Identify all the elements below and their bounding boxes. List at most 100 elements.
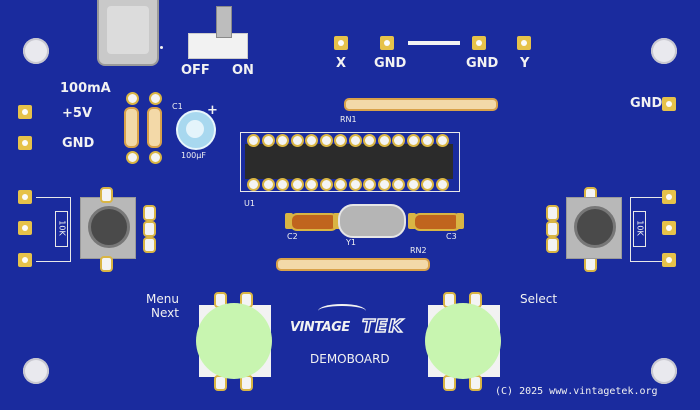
button-right-label: Select [520, 292, 558, 306]
pot-left-pad-2 [18, 221, 32, 235]
ic-u1-pin [392, 178, 405, 191]
ic-u1-pin [435, 178, 449, 191]
ic-u1-pin [363, 178, 376, 191]
pot-right-pin-3 [546, 237, 559, 253]
capacitor-c1 [176, 110, 216, 150]
mounting-hole-bottom-left [23, 358, 49, 384]
button-left-label: Menu Next [146, 292, 179, 321]
resistor-b-pin-bottom [149, 151, 162, 164]
resistor-a [124, 107, 139, 148]
ic-u1-pin [261, 178, 275, 191]
capacitor-c1-top [186, 120, 204, 138]
ic-u1-pin [247, 178, 260, 191]
pot-left-pin-1 [143, 205, 156, 221]
ic-u1-pin [305, 178, 318, 191]
header-y-label: Y [520, 56, 530, 71]
crystal-y1 [338, 204, 406, 238]
ic-u1-pin [334, 134, 347, 147]
header-gnd-left-label: GND [374, 56, 407, 71]
resistor-network-rn1 [344, 98, 498, 111]
ic-u1-pin [392, 134, 405, 147]
pot-left-pad-3 [18, 253, 32, 267]
header-pin-y [517, 36, 531, 50]
ic-u1-pin [276, 134, 289, 147]
pot-left-pin-bottom [100, 256, 113, 272]
rn2-label: RN2 [410, 246, 427, 255]
resistor-a-pin-bottom [126, 151, 139, 164]
u1-outline [240, 132, 460, 192]
pot-right-knob [574, 206, 616, 248]
brand-swoosh [318, 304, 366, 318]
ic-u1-pin [319, 134, 333, 147]
pot-left-pin-top [100, 187, 113, 203]
gnd-left-label: GND [62, 136, 95, 151]
ic-u1-pin [421, 178, 434, 191]
switch-off-label: OFF [181, 63, 210, 78]
pot-left-value: 10K [57, 220, 67, 236]
usb-c-connector [97, 0, 159, 66]
capacitor-c3 [413, 213, 461, 231]
ic-u1-pin [377, 178, 391, 191]
brand-tek: TEK [361, 315, 404, 338]
resistor-b [147, 107, 162, 148]
resistor-network-rn2 [276, 258, 430, 271]
y1-label: Y1 [346, 238, 356, 247]
ic-u1-pin [290, 178, 304, 191]
ic-u1-pin [305, 134, 318, 147]
ic-u1-pin [261, 134, 275, 147]
mounting-hole-bottom-right [651, 358, 677, 384]
pad-gnd-right [662, 97, 676, 111]
c1-value: 100µF [181, 151, 206, 160]
pot-left-knob [88, 206, 130, 248]
brand-vintage: VINTAGE [290, 320, 350, 335]
switch-on-label: ON [232, 63, 254, 78]
pot-right-pin-2 [546, 221, 559, 237]
pot-left-pin-3 [143, 237, 156, 253]
button-menu-next [196, 303, 272, 379]
power-switch-lever [216, 6, 232, 38]
pad-5v [18, 105, 32, 119]
c3-pad-left [408, 213, 416, 229]
pot-left-wire [36, 197, 71, 262]
plus5v-label: +5V [62, 106, 92, 121]
usb-c-connector-inner [107, 6, 149, 54]
copyright: (C) 2025 www.vintagetek.org [495, 386, 658, 397]
c2-pad-right [333, 213, 341, 229]
pot-right-pad-3 [662, 253, 676, 267]
pot-left-resistor-symbol [55, 211, 68, 247]
c1-polarity: + [207, 103, 218, 118]
header-x-label: X [336, 56, 347, 71]
c2-label: C2 [287, 232, 298, 241]
ic-u1-pin [319, 178, 333, 191]
ic-u1-pin [406, 178, 420, 191]
c3-label: C3 [446, 232, 457, 241]
mounting-hole-top-left [23, 38, 49, 64]
brand-logo: VINTAGE TEK [290, 315, 416, 338]
ic-u1-pin [406, 134, 420, 147]
pot-left-pin-2 [143, 221, 156, 237]
pot-right-pin-1 [546, 205, 559, 221]
usb-dot [160, 46, 163, 49]
ic-u1-pin [363, 134, 376, 147]
pot-right-pad-1 [662, 190, 676, 204]
c2-pad-left [285, 213, 293, 229]
pad-gnd-left [18, 136, 32, 150]
ic-u1-pin [435, 134, 449, 147]
c1-label: C1 [172, 102, 183, 111]
header-pin-x [334, 36, 348, 50]
mounting-hole-top-right [651, 38, 677, 64]
ic-u1-pin [290, 134, 304, 147]
ic-u1-pin [276, 178, 289, 191]
current-label: 100mA [60, 81, 111, 96]
rn1-label: RN1 [340, 115, 357, 124]
button-select [425, 303, 501, 379]
gnd-right-label: GND [630, 96, 663, 111]
ic-u1-pin [377, 134, 391, 147]
gnd-bridge-line [408, 41, 460, 45]
ic-u1-pin [334, 178, 347, 191]
ic-u1 [245, 144, 453, 179]
header-gnd-right-label: GND [466, 56, 499, 71]
resistor-b-pin-top [149, 92, 162, 105]
header-pin-gnd-right [472, 36, 486, 50]
